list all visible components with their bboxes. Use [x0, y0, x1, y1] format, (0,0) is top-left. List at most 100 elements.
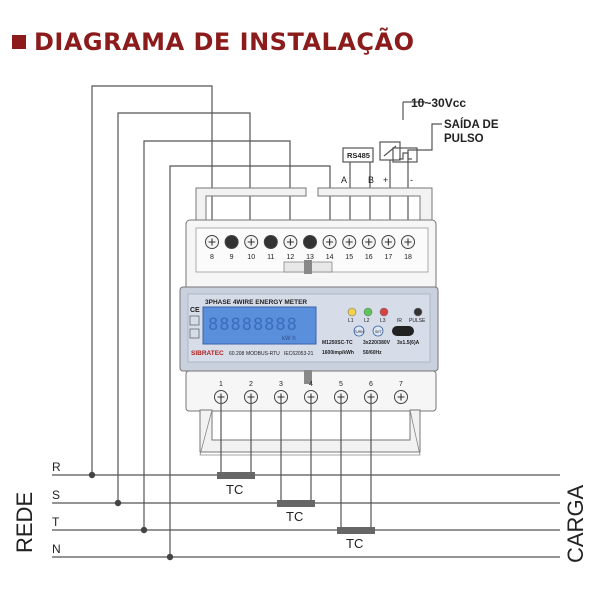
bottom-terminal-screws: 1 2 3 4 5 6 7 [214, 381, 408, 404]
wire-minus [407, 123, 442, 242]
ct-wires [220, 398, 372, 530]
led-l1-label: L1 [348, 318, 354, 324]
terminal-3-label: 3 [279, 381, 283, 388]
page-title: DIAGRAMA DE INSTALAÇÃO [34, 28, 415, 56]
terminal-11-label: 11 [267, 254, 274, 261]
terminal-12-label: 12 [287, 254, 295, 261]
set-button-label: SET [375, 330, 383, 334]
bottom-cover [199, 409, 421, 453]
terminal-16-label: 16 [365, 254, 373, 261]
phase-label-s: S [52, 488, 60, 502]
lcd-display [202, 306, 317, 345]
current-transformers [217, 472, 375, 534]
terminal-7-label: 7 [399, 381, 403, 388]
ct-3-icon [337, 527, 375, 534]
wire-junctions [88, 471, 174, 561]
rs485-box [342, 147, 374, 163]
ct-3-label: TC [346, 536, 363, 551]
terminal-10-label: 10 [247, 254, 255, 261]
rs485-label: RS485 [347, 151, 370, 160]
pulse-waveform-icon [399, 152, 412, 160]
terminal-9-screw-icon [224, 235, 239, 249]
terminal-8-cross-icon [208, 238, 216, 246]
pulse-optocoupler-box [379, 141, 401, 161]
terminal-13-label: 13 [306, 254, 314, 261]
optocoupler-diagonal [383, 145, 397, 157]
led-pulse-label: PULSE [409, 318, 426, 324]
meter-standard: IEC62053-21 [284, 351, 314, 357]
meter-current: 3x1.5(6)A [397, 340, 420, 346]
terminal-5-label: 5 [339, 381, 343, 388]
pulse-signal-box [392, 147, 418, 163]
meter-voltage: 3x220/380V [363, 340, 391, 346]
terminal-7-cross-icon [397, 393, 405, 401]
junction-dot-t [140, 526, 148, 534]
terminal-11-screw-icon [263, 235, 278, 249]
meter-protocol: MODBUS-RTU [246, 351, 280, 357]
wire-n-to-14 [169, 165, 331, 557]
phase-label-r: R [52, 460, 61, 474]
terminal-18-cross-icon [404, 238, 412, 246]
terminal-2-label: 2 [249, 381, 253, 388]
pulse-output-label-line1: SAÍDA DE [444, 118, 499, 131]
wire-s-to-10 [117, 112, 251, 503]
turn-button [353, 325, 365, 337]
junction-dot-r [88, 471, 96, 479]
ct-2-label: TC [286, 509, 303, 524]
terminal-14-cross-icon [326, 238, 334, 246]
led-ir-label: IR [397, 318, 402, 324]
brand-logo: SIBRATEC [191, 350, 224, 357]
phase-label-n: N [52, 542, 61, 556]
junction-dot-n [166, 553, 174, 561]
meter-code: 60.208 [229, 351, 245, 357]
lcd-digits: 88888888 [208, 315, 298, 335]
led-l2-label: L2 [364, 318, 370, 324]
ir-port-icon [392, 326, 414, 336]
meter-model-title: 3PHASE 4WIRE ENERGY METER [205, 299, 307, 306]
phase-lines [52, 474, 560, 558]
terminal-plus-label: + [383, 175, 388, 185]
led-pulse-icon [413, 307, 423, 317]
cert-mark-icon [189, 315, 200, 326]
set-button [372, 325, 384, 337]
load-label: CARGA [563, 484, 588, 563]
led-l3-icon [379, 307, 389, 317]
wire-r-to-8 [91, 85, 213, 475]
terminal-12-cross-icon [286, 238, 294, 246]
terminal-b-label: B [368, 175, 374, 185]
ct-1-icon [217, 472, 255, 479]
ct-1-label: TC [226, 482, 243, 497]
terminal-10-cross-icon [247, 238, 255, 246]
terminal-minus-label: - [410, 175, 413, 185]
title-square-icon [12, 35, 26, 49]
class-mark-icon [189, 328, 200, 339]
terminal-14-label: 14 [326, 254, 334, 261]
bottom-seal-screw [304, 370, 312, 384]
terminal-17-cross-icon [384, 238, 392, 246]
terminal-8-label: 8 [210, 254, 214, 261]
terminal-a-label: A [341, 175, 347, 185]
meter-imp: 1600imp/kWh [322, 350, 354, 356]
terminal-13-screw-icon [303, 235, 317, 249]
meter-freq: 50/60Hz [363, 350, 382, 356]
lcd-unit: kW h [282, 336, 296, 342]
led-l3-label: L3 [380, 318, 386, 324]
terminal-6-label: 6 [369, 381, 373, 388]
phase-label-t: T [52, 515, 60, 529]
terminal-9-label: 9 [230, 254, 234, 261]
bottom-cover-outline [199, 409, 421, 456]
terminal-1-label: 1 [219, 381, 223, 388]
led-l2-icon [363, 307, 373, 317]
turn-button-label: TURN [354, 330, 364, 334]
top-seal-screw [304, 260, 312, 274]
terminal-15-label: 15 [345, 254, 353, 261]
terminal-16-cross-icon [365, 238, 373, 246]
supply-voltage-label: 10~30Vcc [411, 96, 466, 110]
ce-mark-icon: CE [190, 307, 200, 314]
grid-label: REDE [12, 492, 37, 553]
terminal-4-label: 4 [309, 381, 313, 388]
terminal-15-cross-icon [345, 238, 353, 246]
